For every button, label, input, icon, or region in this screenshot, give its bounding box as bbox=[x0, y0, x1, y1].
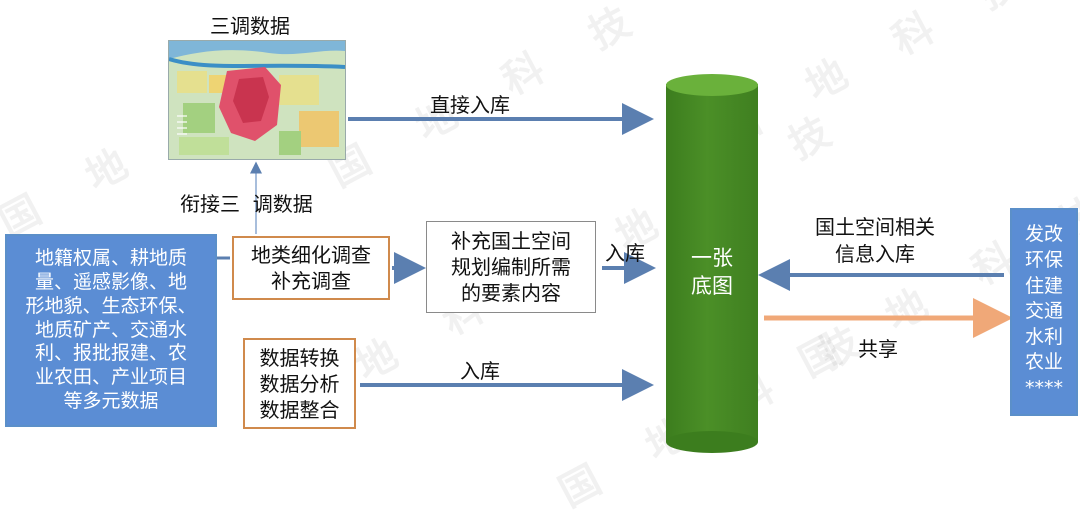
cylinder-top bbox=[666, 74, 758, 96]
label-direct-import: 直接入库 bbox=[430, 93, 510, 117]
label-import-mid: 入库 bbox=[605, 241, 645, 265]
connector-arrows bbox=[217, 103, 1013, 401]
label-share: 共享 bbox=[858, 337, 898, 361]
supplement-elements-box: 补充国土空间 规划编制所需 的要素内容 bbox=[426, 221, 596, 313]
data-processing-box: 数据转换 数据分析 数据整合 bbox=[243, 338, 356, 429]
label-national-info: 国土空间相关 信息入库 bbox=[815, 215, 935, 266]
map-title: 三调数据 bbox=[210, 14, 290, 38]
base-map-cylinder bbox=[666, 84, 758, 442]
label-import-bottom: 入库 bbox=[460, 359, 500, 383]
cylinder-bottom bbox=[666, 431, 758, 453]
multi-source-data-box: 地籍权属、耕地质 量、遥感影像、地 形地貌、生态环保、 地质矿产、交通水 利、报… bbox=[5, 234, 217, 427]
departments-box: 发改 环保 住建 交通 水利 农业 **** bbox=[1010, 208, 1078, 416]
survey-map-image bbox=[168, 40, 346, 160]
label-connect-survey: 衔接三 调数据 bbox=[180, 192, 313, 216]
cylinder-label: 一张 底图 bbox=[691, 246, 733, 299]
land-detail-survey-box: 地类细化调查 补充调查 bbox=[232, 236, 390, 300]
